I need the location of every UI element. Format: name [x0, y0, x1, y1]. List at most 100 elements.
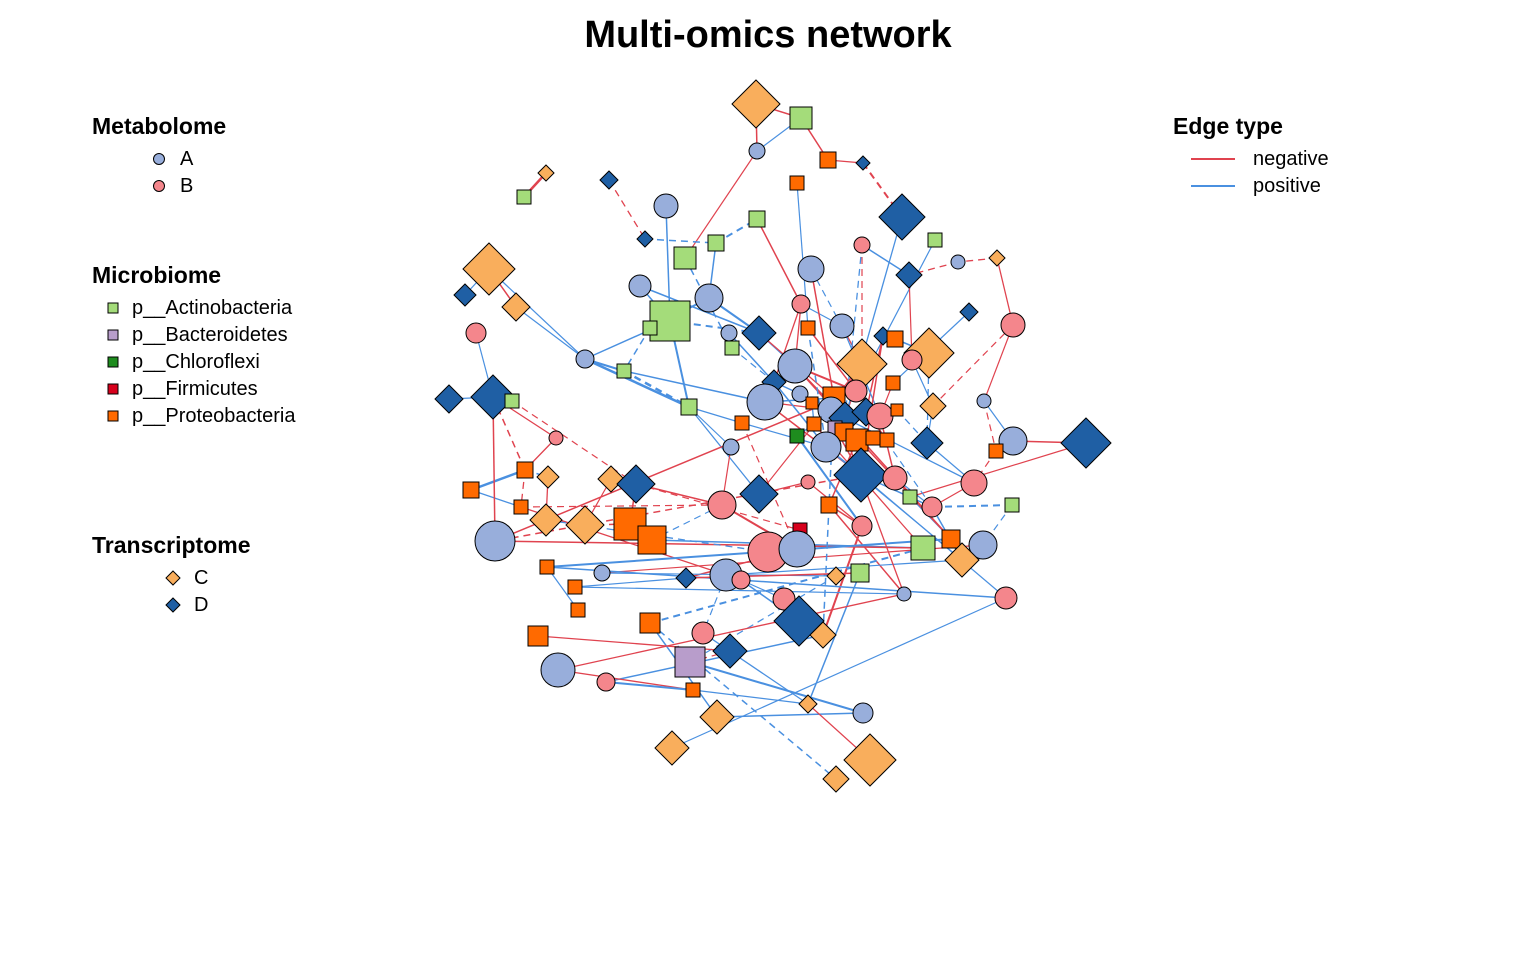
legend-metabolome-title: Metabolome — [92, 113, 227, 139]
node-pro-37 — [886, 330, 904, 348]
legend-microbiome-item-chloroflexi: p__Chloroflexi — [92, 349, 260, 376]
node-d-4 — [855, 155, 871, 171]
node-pro-114 — [567, 579, 583, 595]
node-d-11 — [878, 193, 926, 241]
positive-edge-47 — [584, 357, 690, 409]
legend-label-negative: negative — [1253, 148, 1329, 170]
node-b-123 — [691, 621, 715, 645]
node-act-7 — [516, 189, 532, 205]
positive-edge-151 — [692, 689, 809, 705]
node-c-80 — [597, 465, 625, 493]
node-c-94 — [529, 503, 563, 537]
negative-edge-109 — [828, 504, 905, 595]
node-chl-67 — [789, 428, 805, 444]
legend-label-d: D — [194, 594, 209, 616]
legend-transcriptome-item-d: D — [92, 592, 251, 619]
legend-label-a: A — [180, 148, 194, 170]
node-act-44 — [616, 363, 632, 379]
node-pro-104 — [941, 529, 961, 549]
node-c-130 — [798, 694, 818, 714]
legend-square-icon-actinobacteria — [107, 302, 119, 314]
positive-edge-132 — [689, 575, 837, 663]
positive-edge-80 — [796, 435, 863, 527]
positive-edge-112 — [931, 504, 1013, 508]
positive-edge-127 — [725, 559, 963, 576]
positive-edge-171 — [865, 411, 933, 508]
node-a-105 — [968, 530, 998, 560]
node-a-50 — [746, 383, 784, 421]
node-act-31 — [642, 320, 658, 336]
positive-edge-136 — [574, 586, 905, 595]
node-b-28 — [1000, 312, 1026, 338]
legend-label-positive: positive — [1253, 175, 1321, 197]
node-d-33 — [741, 315, 777, 351]
node-a-56 — [976, 393, 992, 409]
node-c-79 — [536, 465, 560, 489]
node-c-133 — [843, 733, 897, 787]
legend-microbiome: Microbiome p__Actinobacteria p__Bacteroi… — [92, 262, 295, 430]
positive-edge-142 — [605, 634, 824, 683]
node-act-13 — [707, 234, 725, 252]
node-b-118 — [772, 587, 796, 611]
legend-metabolome-item-a: A — [92, 146, 226, 173]
legend-label-chloroflexi: p__Chloroflexi — [132, 351, 260, 373]
node-d-113 — [675, 567, 697, 589]
legend-square-icon-bacteroidetes — [107, 329, 119, 341]
node-b-86 — [960, 469, 988, 497]
node-c-17 — [988, 249, 1006, 267]
node-pro-3 — [819, 151, 837, 169]
node-a-100 — [474, 520, 516, 562]
node-a-18 — [950, 254, 966, 270]
positive-edge-22 — [488, 268, 586, 360]
negative-edge-89 — [909, 442, 1087, 498]
node-a-51 — [791, 385, 809, 403]
legend-microbiome-title: Microbiome — [92, 262, 222, 288]
positive-edge-45 — [731, 347, 775, 383]
node-a-126 — [540, 652, 576, 688]
positive-edge-150 — [605, 681, 694, 691]
node-act-92 — [1004, 497, 1020, 513]
negative-edge-149 — [557, 669, 694, 691]
node-a-41 — [777, 348, 813, 384]
legend-metabolome-item-b: B — [92, 173, 226, 200]
node-pro-128 — [685, 682, 701, 698]
network-nodes — [434, 79, 1112, 793]
node-c-0 — [731, 79, 781, 129]
legend-transcriptome-title: Transcriptome — [92, 532, 251, 558]
node-a-20 — [797, 255, 825, 283]
positive-edge-180 — [807, 327, 827, 448]
node-c-132 — [654, 730, 690, 766]
negative-edge-11 — [756, 218, 802, 305]
legend-transcriptome: Transcriptome C D — [92, 532, 251, 619]
node-c-19 — [462, 242, 516, 296]
node-a-108 — [593, 564, 611, 582]
node-act-103 — [910, 535, 936, 561]
node-a-9 — [653, 193, 679, 219]
negative-edge-188 — [492, 396, 496, 542]
legend-edge-type: Edge type negative positive — [1173, 113, 1329, 200]
node-c-129 — [699, 699, 735, 735]
node-a-2 — [748, 142, 766, 160]
legend-edge-type-title: Edge type — [1173, 113, 1283, 139]
node-a-69 — [722, 438, 740, 456]
node-act-39 — [724, 340, 740, 356]
legend-square-icon-chloroflexi — [107, 356, 119, 368]
node-b-15 — [853, 236, 871, 254]
legend-edge-item-positive: positive — [1173, 173, 1321, 200]
positive-edge-135 — [574, 577, 687, 588]
node-d-21 — [895, 261, 923, 289]
node-pro-78 — [516, 461, 534, 479]
legend-edge-item-negative: negative — [1173, 146, 1329, 173]
negative-edge-166 — [810, 268, 835, 399]
legend-negative-line-icon — [1191, 158, 1235, 160]
negative-edge-4 — [684, 150, 758, 259]
node-b-127 — [596, 672, 616, 692]
node-d-76 — [1060, 417, 1112, 469]
node-c-120 — [809, 621, 837, 649]
negative-edge-137 — [557, 593, 905, 671]
node-b-85 — [882, 465, 908, 491]
node-b-29 — [465, 322, 487, 344]
node-d-12 — [636, 230, 654, 248]
node-pro-62 — [890, 403, 904, 417]
node-a-115 — [896, 586, 912, 602]
